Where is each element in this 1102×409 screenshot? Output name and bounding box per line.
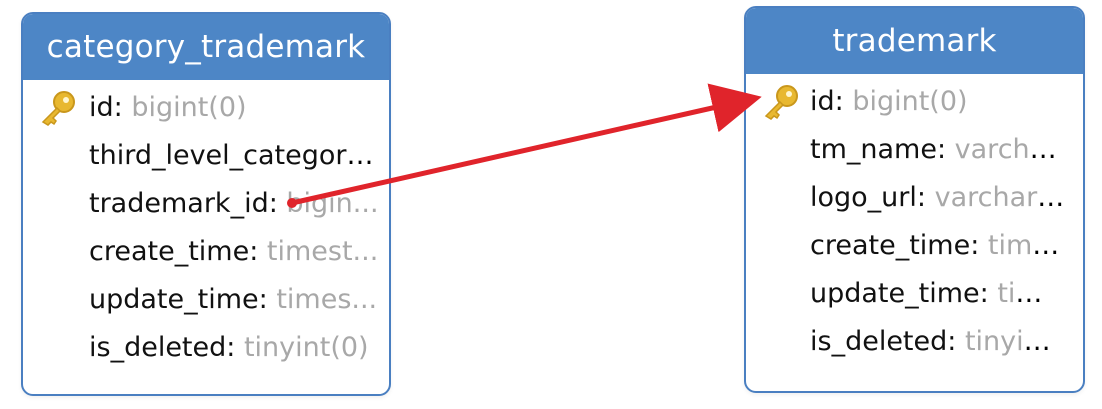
field-type: varcha... <box>954 133 1065 165</box>
field-row[interactable]: is_deleted: tinyint... <box>746 317 1083 365</box>
field-row[interactable]: create_time: time... <box>746 221 1083 269</box>
field-name: id <box>89 91 114 123</box>
field-row[interactable]: create_time: timest... <box>89 235 379 267</box>
field-row[interactable]: is_deleted: tinyint(0) <box>89 331 369 363</box>
field-name: create_time <box>810 229 971 261</box>
field-name: is_deleted <box>89 331 227 363</box>
field-name: third_level_category... <box>89 139 379 171</box>
table-title: trademark <box>746 8 1083 74</box>
field-list: id: bigint(0) tm_name: varcha... logo_ur… <box>746 74 1083 365</box>
field-list: id: bigint(0) third_level_category... tr… <box>23 80 389 371</box>
field-row[interactable]: third_level_category... <box>23 131 389 179</box>
table-category-trademark[interactable]: category_trademark id: bigint(0) third_l… <box>21 12 391 396</box>
field-type: bigin... <box>286 187 379 219</box>
field-type: timest... <box>266 235 379 267</box>
field-type: times... <box>276 283 378 315</box>
field-row[interactable]: logo_url: varchar(... <box>746 173 1083 221</box>
field-name: is_deleted <box>810 325 948 357</box>
field-name: id <box>810 85 835 117</box>
field-type: time... <box>987 229 1065 261</box>
field-row[interactable]: update_time: tim... <box>746 269 1083 317</box>
field-type: tim... <box>997 277 1065 309</box>
field-name: trademark_id <box>89 187 269 219</box>
table-title: category_trademark <box>23 14 389 80</box>
field-name: update_time <box>810 277 980 309</box>
field-name: tm_name <box>810 133 937 165</box>
field-row[interactable]: id: bigint(0) <box>23 83 389 131</box>
field-type: bigint(0) <box>852 85 968 117</box>
field-name: logo_url <box>810 181 917 213</box>
field-row[interactable]: update_time: times... <box>89 283 378 315</box>
field-type: varchar(... <box>934 181 1065 213</box>
field-type: tinyint(0) <box>243 331 369 363</box>
field-row[interactable]: trademark_id: bigin... <box>89 187 379 219</box>
key-icon <box>764 85 798 120</box>
field-row[interactable]: tm_name: varcha... <box>746 125 1083 173</box>
table-trademark[interactable]: trademark id: bigint(0) tm_name: varcha.… <box>744 6 1085 393</box>
key-icon <box>41 91 75 126</box>
field-type: tinyint... <box>964 325 1065 357</box>
field-row[interactable]: id: bigint(0) <box>746 77 1083 125</box>
field-name: create_time <box>89 235 250 267</box>
field-name: update_time <box>89 283 259 315</box>
field-type: bigint(0) <box>131 91 247 123</box>
